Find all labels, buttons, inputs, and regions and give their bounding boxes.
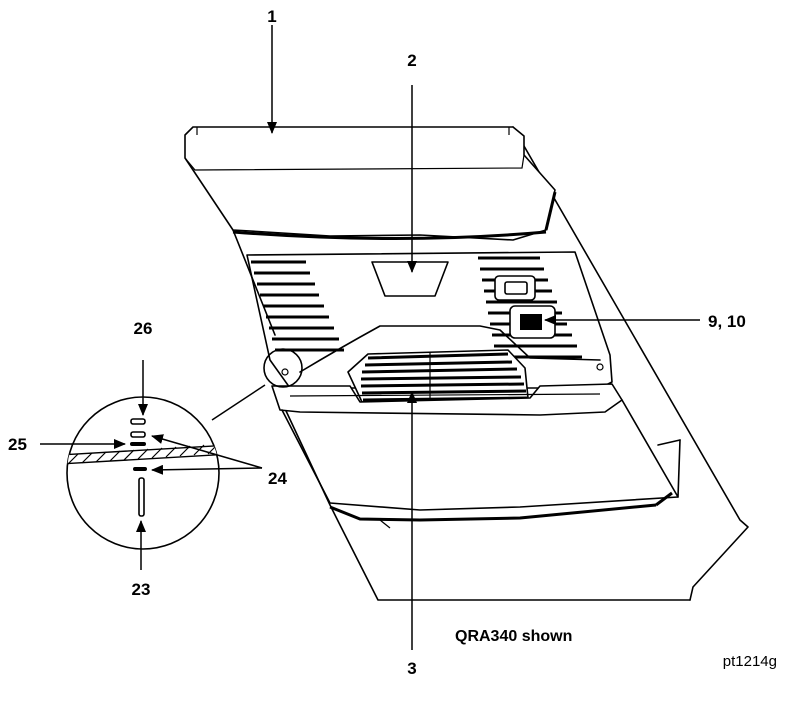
left-vent [251,260,344,352]
callout-2: 2 [407,51,416,70]
button-panel [494,275,556,339]
indicator-25 [130,442,146,446]
top-cover [184,126,557,241]
callout-3: 3 [407,659,416,678]
indicator-23 [138,477,145,517]
speaker-grille [347,349,529,403]
leader-lines [40,25,700,650]
callout-24: 24 [268,469,287,488]
callout-26: 26 [134,319,153,338]
lower-body [281,399,681,529]
callout-1: 1 [267,7,276,26]
top-panel [246,251,623,416]
indicator-26 [130,418,146,425]
callout-25: 25 [8,435,27,454]
callout-23: 23 [132,580,151,599]
receiver-housing [184,126,749,601]
sensor-window [371,261,449,297]
detail-magnifier [66,348,303,550]
callout-9-10: 9, 10 [708,312,746,331]
figure-id: pt1214g [723,653,777,670]
indicator-24 [133,467,147,471]
figure-caption: QRA340 shown [455,628,572,645]
